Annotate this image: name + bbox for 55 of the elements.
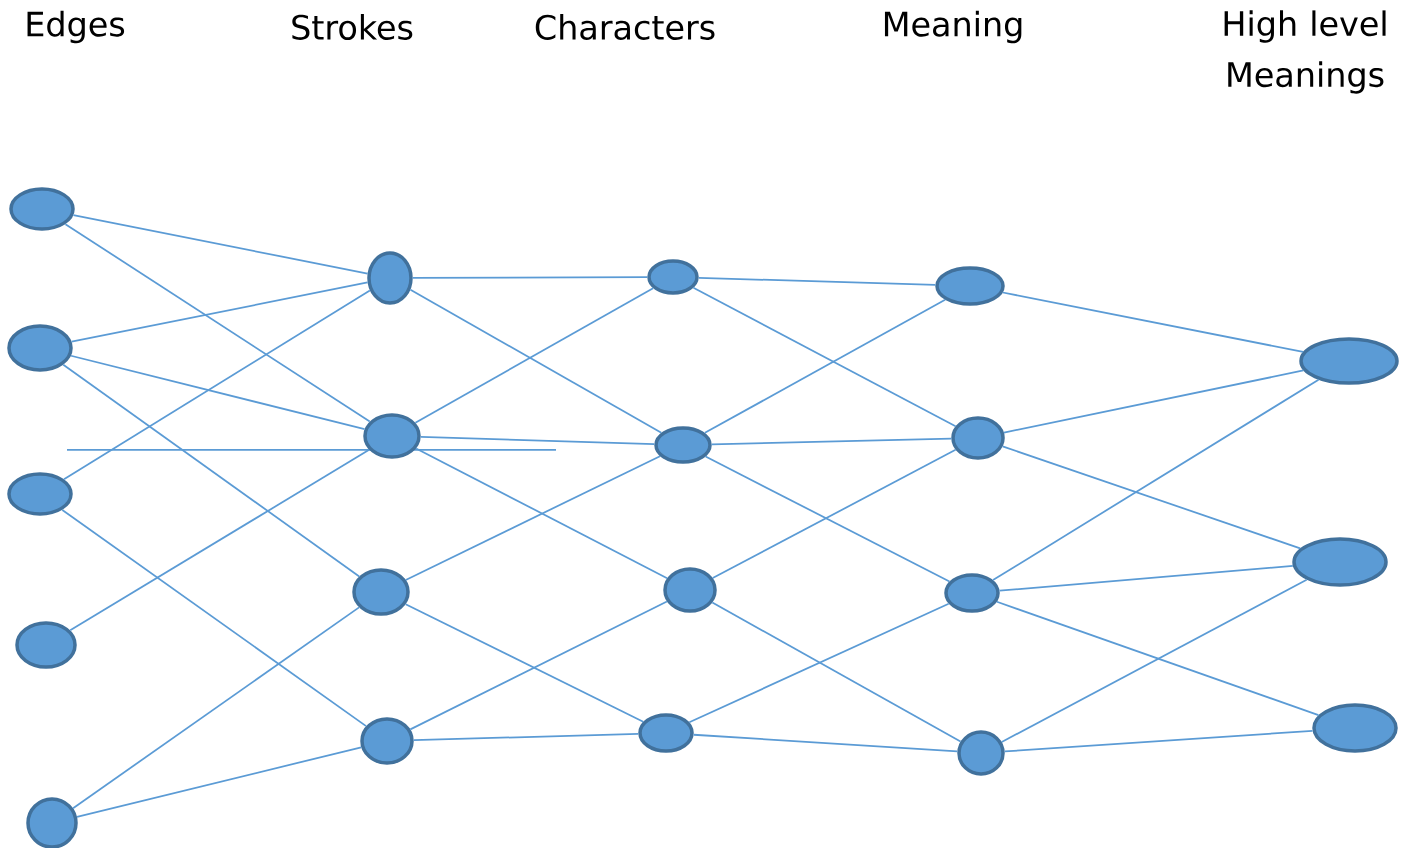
connector-line — [692, 733, 959, 753]
connector-line — [711, 601, 962, 743]
ellipse-node — [647, 259, 699, 295]
ellipse-node — [935, 266, 1005, 306]
column-heading: High level Meanings — [1224, 10, 1386, 94]
ellipse-node — [360, 717, 414, 765]
ellipse-node — [951, 416, 1005, 460]
ellipse-node — [957, 730, 1005, 776]
ellipse-node — [9, 187, 75, 231]
connector-line — [996, 600, 1320, 716]
connector-line — [61, 509, 367, 727]
connector-line — [704, 298, 946, 434]
ellipse-node — [1299, 337, 1399, 385]
connector-line — [404, 603, 645, 723]
connector-line — [1003, 369, 1305, 434]
ellipse-node — [944, 573, 1000, 613]
connector-line — [412, 732, 640, 742]
connector-line — [62, 363, 361, 578]
ellipse-node — [638, 713, 694, 753]
connector-line — [692, 286, 957, 428]
column-heading: Strokes — [292, 14, 413, 40]
connector-line — [70, 281, 369, 343]
connector-line — [697, 276, 937, 286]
connector-line — [72, 606, 360, 810]
ellipse-node — [1292, 537, 1388, 587]
connector-line — [1003, 729, 1314, 753]
connector-line — [992, 378, 1320, 581]
column-heading: Characters — [535, 14, 715, 40]
connector-line — [70, 354, 366, 431]
ellipse-node — [352, 568, 410, 616]
connector-line — [1001, 291, 1304, 353]
connector-line — [419, 436, 656, 445]
connector-line — [1000, 578, 1308, 743]
connector-line — [998, 565, 1294, 592]
ellipse-node — [1312, 703, 1398, 753]
ellipse-node — [363, 413, 421, 459]
connector-line — [63, 289, 371, 481]
connector-line — [688, 602, 950, 724]
connector-line — [710, 437, 953, 446]
ellipse-node — [15, 621, 77, 669]
ellipse-node — [7, 472, 73, 516]
connector-line — [72, 214, 369, 275]
connector-line — [409, 600, 668, 731]
connector-line — [411, 276, 649, 279]
connector-line — [64, 223, 371, 423]
ellipse-node — [654, 426, 712, 464]
connector-line — [69, 448, 371, 632]
ellipse-node — [367, 251, 413, 305]
column-heading: Meaning — [884, 10, 1022, 44]
connector-line — [76, 746, 363, 818]
ellipse-node — [26, 797, 78, 848]
ellipse-node — [663, 567, 717, 613]
column-heading: Edges — [27, 10, 125, 44]
ellipse-node — [7, 324, 73, 372]
connector-line — [1001, 445, 1302, 550]
